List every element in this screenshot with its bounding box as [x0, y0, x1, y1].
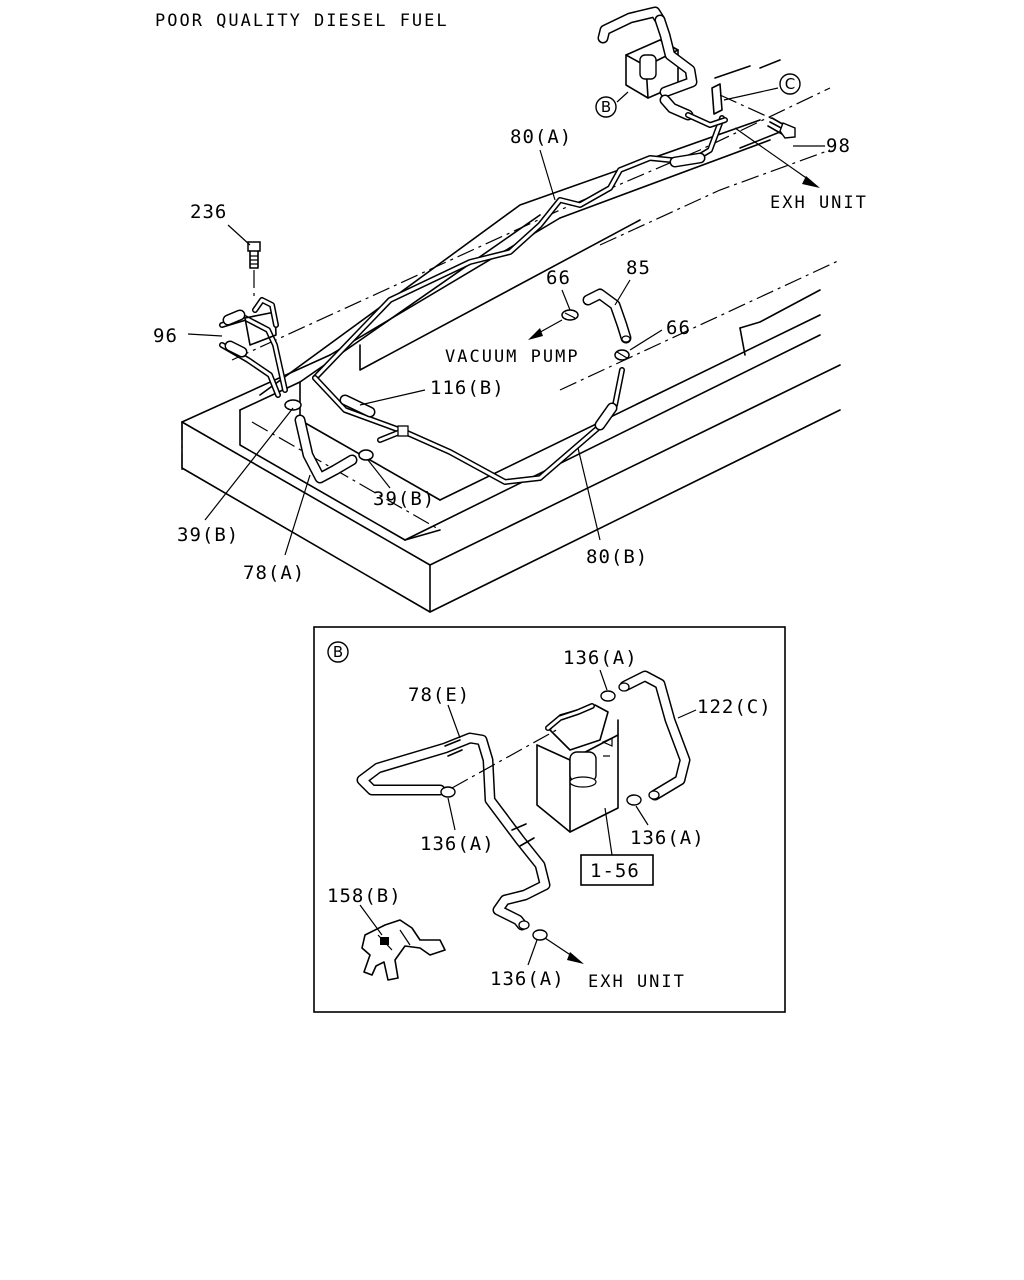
fuel-pipe-80a	[312, 115, 725, 381]
svg-text:1-56: 1-56	[590, 860, 640, 882]
callout-136a-right: 136(A)	[630, 827, 705, 849]
hose-78a	[294, 414, 358, 484]
hose-78e	[356, 732, 551, 931]
bolt-98	[767, 117, 796, 139]
assembly-leader-detail	[451, 727, 561, 789]
clamp-39b-right	[358, 449, 374, 461]
svg-text:B: B	[601, 98, 611, 116]
circled-marker-b: B	[595, 96, 617, 118]
pipe-connector	[377, 425, 409, 443]
clamp-66-lower	[614, 349, 630, 361]
leader-lines-main	[187, 87, 825, 556]
clip-158b	[361, 919, 446, 981]
callout-96: 96	[153, 325, 178, 347]
vacuum-pump-label: VACUUM PUMP	[445, 347, 580, 367]
callout-78e: 78(E)	[408, 684, 470, 706]
ref-box-1-56: 1-56	[580, 854, 654, 886]
callout-85: 85	[626, 257, 651, 279]
hose-85	[582, 288, 632, 344]
bolt-236	[247, 241, 261, 300]
svg-text:C: C	[785, 75, 795, 93]
callout-116b: 116(B)	[430, 377, 505, 399]
clamp-136a-bottom	[532, 929, 548, 941]
diagram-title: POOR QUALITY DIESEL FUEL	[155, 11, 449, 31]
callout-236: 236	[190, 201, 227, 223]
clamp-136a-right	[626, 794, 642, 806]
clamp-136a-top	[600, 690, 616, 702]
detail-view-frame	[313, 626, 786, 1013]
hose-122c	[618, 670, 691, 801]
callout-39b-left: 39(B)	[177, 524, 239, 546]
fuel-filter-unit-detail	[536, 703, 619, 833]
detail-tag-b: B	[327, 641, 349, 663]
exh-unit-arrow-top	[734, 127, 820, 188]
fuel-line-assembly-96	[219, 297, 288, 398]
hose-segment-80a-end	[669, 152, 706, 168]
callout-66-lower: 66	[666, 317, 691, 339]
exh-unit-label-top: EXH UNIT	[770, 193, 868, 213]
callout-136a-top: 136(A)	[563, 647, 638, 669]
circled-marker-c: C	[779, 73, 801, 95]
fuel-filter-unit-top	[597, 6, 728, 128]
svg-text:B: B	[333, 643, 343, 661]
exh-unit-arrow-detail	[544, 937, 584, 964]
exh-unit-label-detail: EXH UNIT	[588, 972, 686, 992]
bracket	[711, 83, 776, 121]
callout-158b: 158(B)	[327, 885, 402, 907]
callout-78a: 78(A)	[243, 562, 305, 584]
callout-80a: 80(A)	[510, 126, 572, 148]
callout-98: 98	[826, 135, 851, 157]
clamp-136a-left	[440, 786, 456, 798]
callout-136a-bottom: 136(A)	[490, 968, 565, 990]
callout-136a-left: 136(A)	[420, 833, 495, 855]
leader-lines-detail	[359, 669, 697, 966]
callout-80b: 80(B)	[586, 546, 648, 568]
callout-39b-right: 39(B)	[373, 488, 435, 510]
hose-116b	[339, 394, 376, 418]
clamp-39b-left	[284, 399, 302, 411]
vacuum-pump-arrow	[528, 319, 563, 340]
callout-122c: 122(C)	[697, 696, 772, 718]
clamp-66-upper	[561, 309, 579, 321]
callout-66-upper: 66	[546, 267, 571, 289]
hose-segment-80b-end	[594, 402, 618, 431]
